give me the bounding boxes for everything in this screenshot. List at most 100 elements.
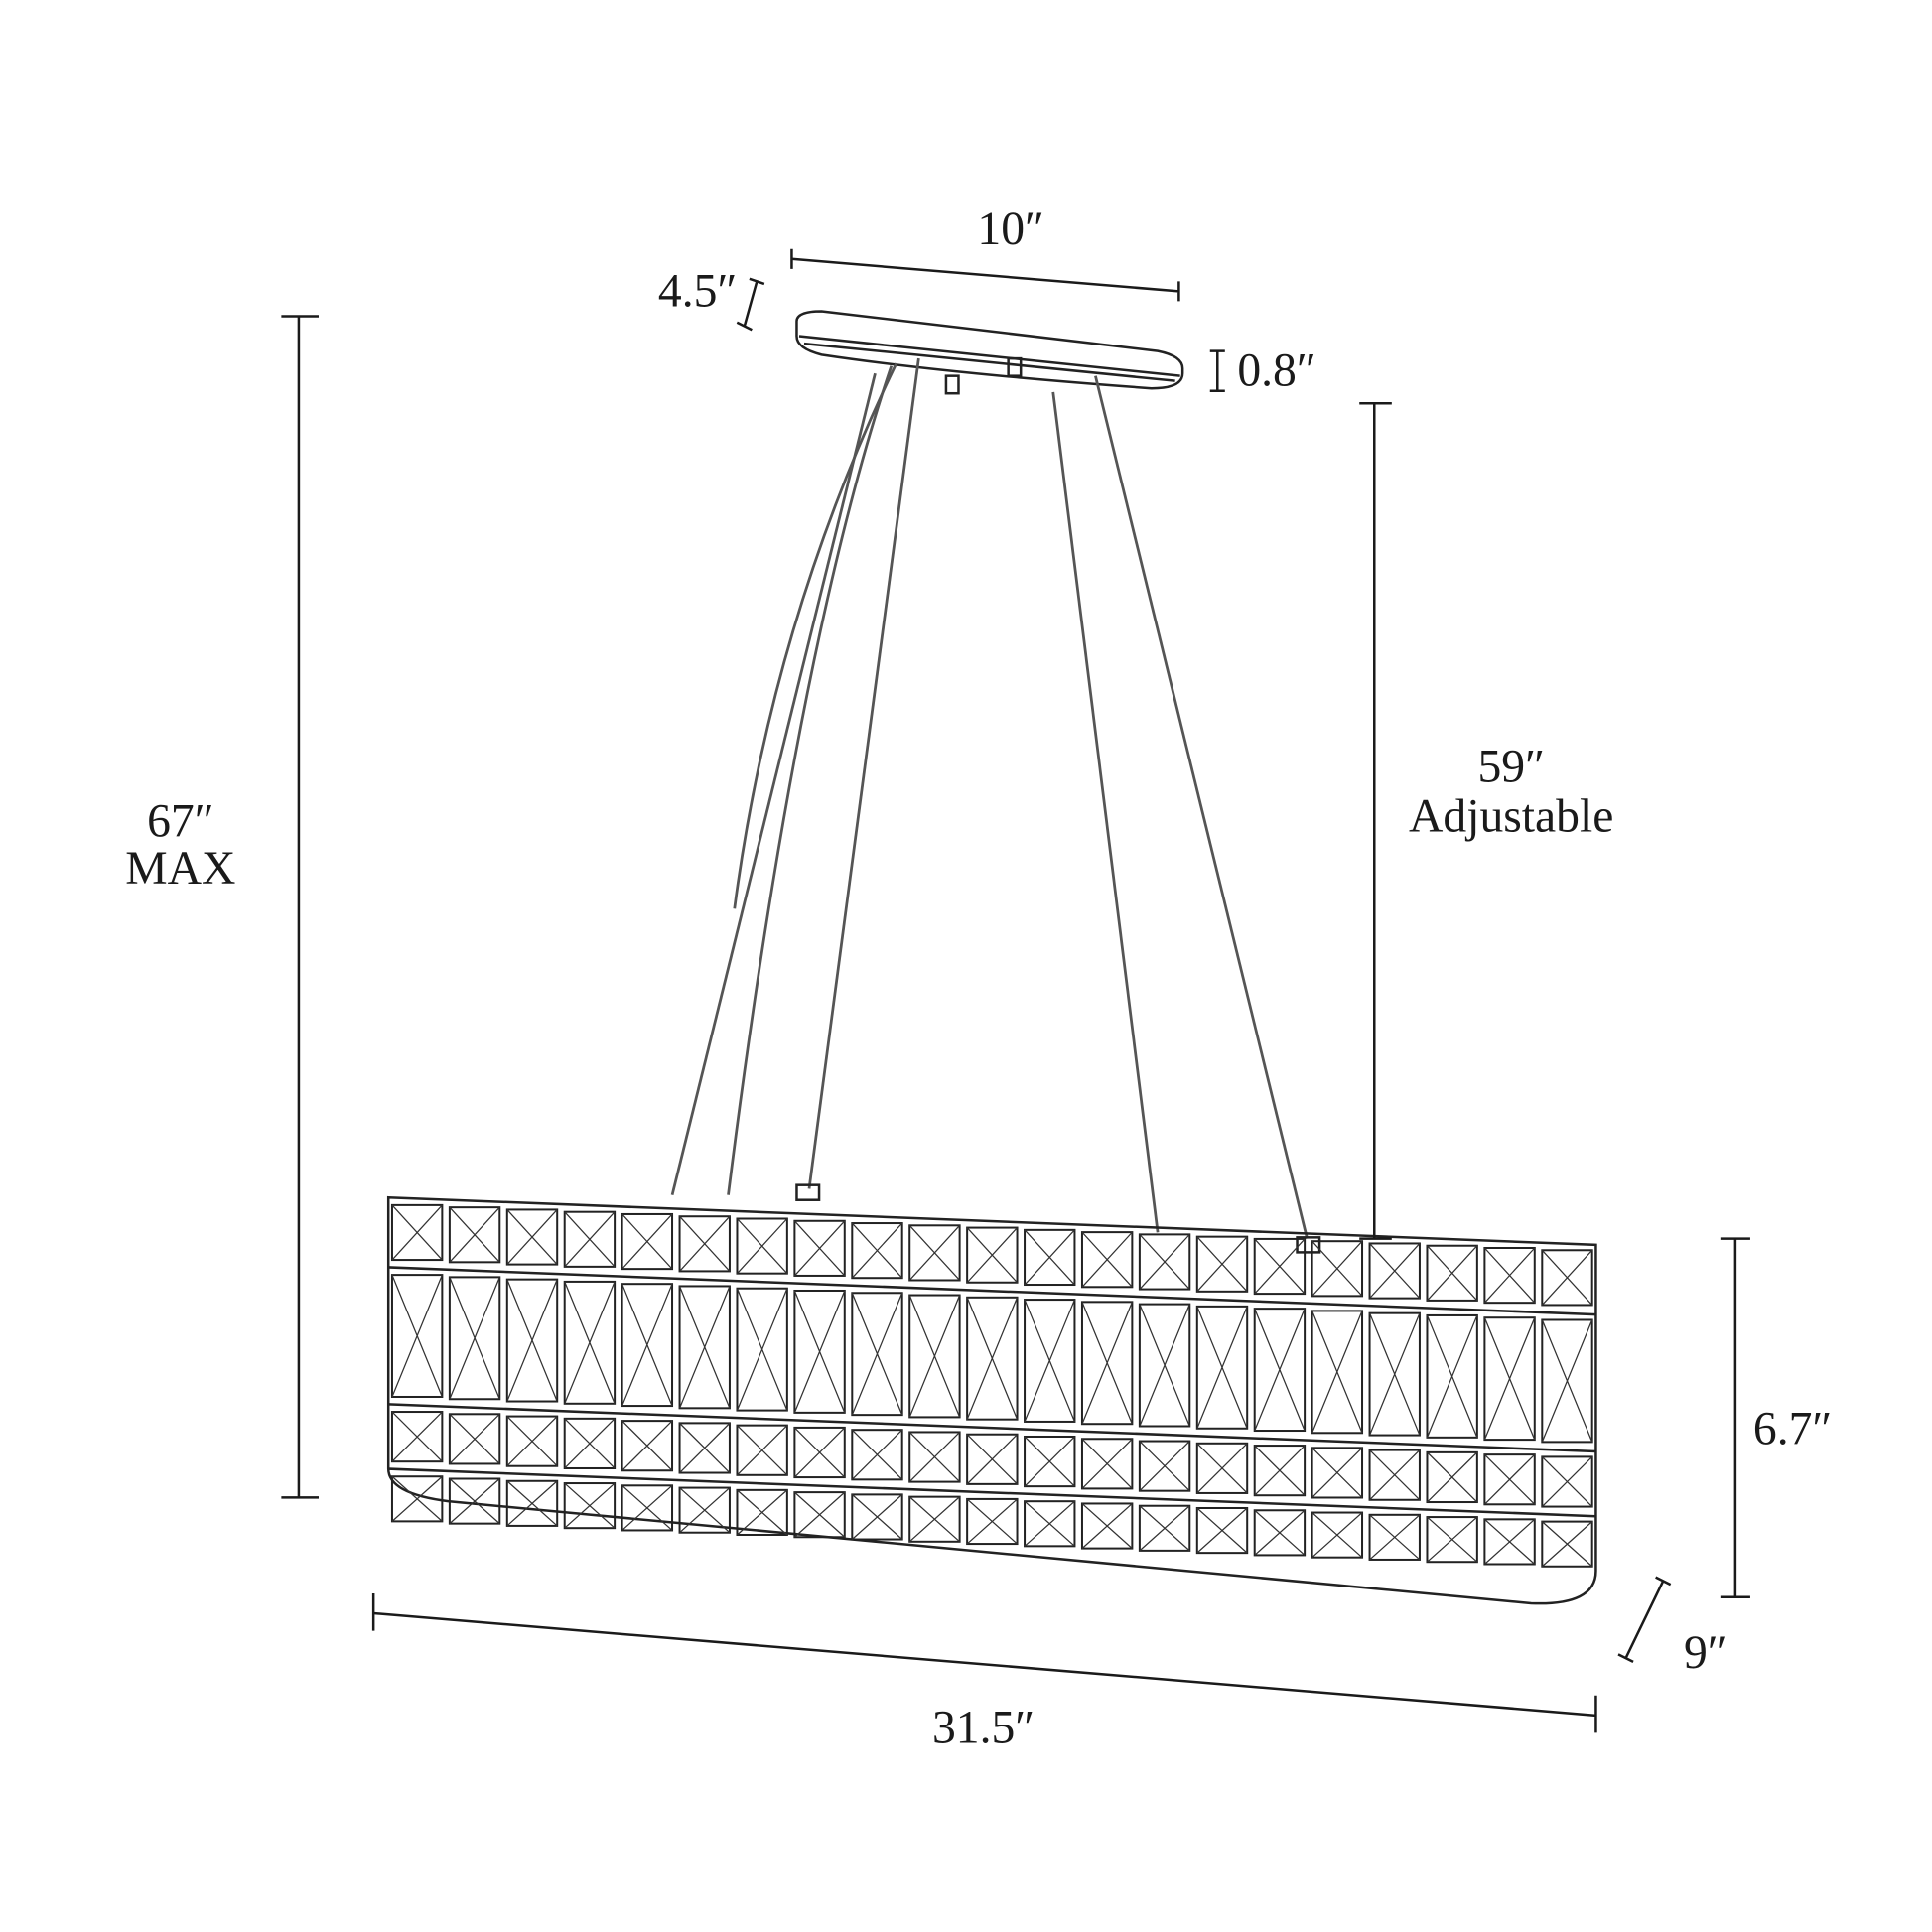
crystal-tile xyxy=(1254,1238,1306,1295)
crystal-tile xyxy=(390,1411,444,1463)
crystal-tile xyxy=(1311,1240,1363,1297)
crystal-oval-body xyxy=(386,1195,1597,1605)
crystal-tile xyxy=(1081,1302,1133,1425)
crystal-tile xyxy=(966,1227,1018,1284)
crystal-tile xyxy=(1427,1516,1478,1563)
dim-cable-length: 59″ Adjustable xyxy=(1359,401,1613,1240)
crystal-tile xyxy=(678,1486,731,1534)
crystal-tile xyxy=(966,1296,1019,1421)
crystal-tile xyxy=(908,1432,961,1483)
crystal-tile xyxy=(1369,1449,1421,1501)
crystal-tile xyxy=(1483,1246,1536,1305)
crystal-tile xyxy=(966,1498,1018,1545)
crystal-tile xyxy=(1138,1233,1191,1291)
crystal-tile xyxy=(1024,1436,1075,1487)
crystal-tile xyxy=(1080,1438,1134,1490)
crystal-tile xyxy=(449,1206,500,1263)
crystal-tile xyxy=(1139,1505,1190,1552)
crystal-tile xyxy=(1254,1445,1306,1496)
crystal-tile xyxy=(1311,1311,1363,1434)
crystal-tile xyxy=(966,1434,1018,1485)
crystal-tile xyxy=(851,1293,903,1416)
canopy-width-label: 10″ xyxy=(977,204,1043,255)
crystal-tile xyxy=(793,1491,846,1539)
crystal-tile xyxy=(449,1478,500,1525)
crystal-tile xyxy=(1368,1449,1421,1501)
dim-body-height: 6.7″ xyxy=(1720,1237,1832,1598)
crystal-tile xyxy=(1196,1443,1248,1494)
canopy-depth-label: 4.5″ xyxy=(658,265,737,317)
crystal-tile xyxy=(563,1210,617,1268)
crystal-tile xyxy=(1483,1316,1536,1441)
crystal-tile xyxy=(1483,1316,1536,1442)
crystal-tile xyxy=(737,1425,788,1476)
crystal-tile xyxy=(908,1224,961,1281)
crystal-tile xyxy=(851,1222,903,1279)
cable-note-label: Adjustable xyxy=(1409,791,1613,843)
dim-canopy-height: 0.8″ xyxy=(1209,345,1316,397)
crystal-tile xyxy=(1541,1319,1593,1443)
cable-length-label: 59″ xyxy=(1477,741,1544,792)
crystal-tile xyxy=(1369,1243,1421,1300)
crystal-tile xyxy=(1541,1318,1593,1444)
crystal-tile xyxy=(1024,1299,1076,1423)
overall-height-label: 67″ xyxy=(147,796,213,848)
body-width-label: 31.5″ xyxy=(932,1702,1035,1753)
crystal-tile xyxy=(908,1224,961,1282)
crystal-tile xyxy=(1427,1451,1478,1503)
body-height-label: 6.7″ xyxy=(1753,1403,1832,1454)
crystal-tile xyxy=(966,1226,1019,1284)
crystal-tile xyxy=(793,1219,846,1277)
ceiling-canopy xyxy=(795,310,1184,395)
dim-body-depth: 9″ xyxy=(1617,1576,1727,1679)
crystal-tile xyxy=(1081,1438,1133,1489)
canopy-height-label: 0.8″ xyxy=(1237,345,1315,397)
crystal-tile xyxy=(1024,1500,1075,1547)
crystal-tile xyxy=(391,1411,443,1462)
crystal-tile xyxy=(1139,1441,1190,1492)
crystal-tile xyxy=(506,1279,558,1402)
crystal-tile xyxy=(1483,1453,1536,1506)
crystal-tile xyxy=(793,1491,846,1538)
crystal-tile xyxy=(448,1276,501,1401)
crystal-tile xyxy=(908,1294,961,1419)
crystal-tile xyxy=(1253,1237,1307,1296)
crystal-tile xyxy=(678,1422,731,1474)
dim-body-width: 31.5″ xyxy=(371,1592,1597,1753)
crystal-tile xyxy=(1311,1447,1363,1498)
crystal-tile xyxy=(793,1220,846,1277)
crystal-tile xyxy=(1311,1310,1364,1435)
crystal-tile xyxy=(736,1488,788,1536)
crystal-tile xyxy=(793,1289,846,1414)
crystal-tile xyxy=(564,1211,616,1268)
crystal-tile xyxy=(1541,1249,1593,1306)
crystal-tile xyxy=(851,1222,903,1280)
overall-note-label: MAX xyxy=(125,843,235,895)
crystal-tile xyxy=(1195,1305,1249,1430)
crystal-tile xyxy=(564,1482,616,1529)
crystal-tile xyxy=(1024,1228,1076,1287)
crystal-tile xyxy=(448,1413,501,1465)
crystal-tile xyxy=(390,1203,444,1262)
crystal-tile xyxy=(564,1281,616,1405)
crystal-tile xyxy=(1369,1514,1421,1561)
crystal-tile xyxy=(563,1417,617,1469)
crystal-tile xyxy=(391,1475,443,1522)
crystal-tile xyxy=(736,1424,788,1476)
crystal-tile xyxy=(793,1290,846,1414)
crystal-tile xyxy=(1196,1236,1248,1293)
crystal-tile xyxy=(621,1213,673,1270)
crystal-tile xyxy=(1254,1308,1306,1432)
crystal-tile xyxy=(908,1431,961,1483)
crystal-tile xyxy=(391,1274,443,1398)
crystal-tile xyxy=(793,1427,846,1478)
crystal-tile xyxy=(1138,1504,1191,1552)
crystal-tile xyxy=(1139,1304,1190,1427)
crystal-tile xyxy=(1426,1313,1478,1439)
crystal-tile xyxy=(1426,1314,1478,1439)
crystal-tile xyxy=(1311,1447,1364,1499)
crystal-tile xyxy=(621,1283,674,1408)
crystal-tile xyxy=(621,1212,674,1271)
crystal-tile xyxy=(506,1209,558,1266)
